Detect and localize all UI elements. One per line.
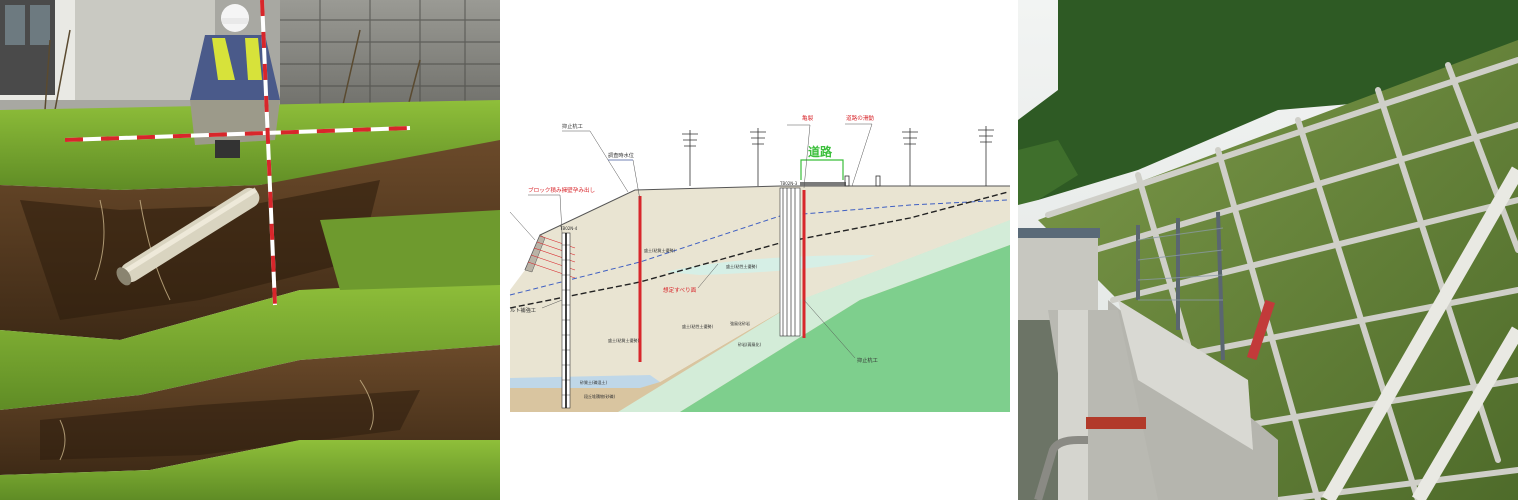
slope-reinforcement-photo — [1018, 0, 1518, 500]
label-pile-top: 抑止杭工 — [562, 122, 583, 130]
label-block-wall-bulge: ブロック積み擁壁孕み出し — [528, 186, 596, 194]
label-soil-gravel: 砂質土(礫混土) — [580, 379, 608, 385]
label-pile-bottom: 抑止杭工 — [857, 356, 878, 364]
label-assumed-slip-surface: 想定すべり面 — [663, 286, 697, 294]
label-bolt-reinforcement: ルト補強工 — [510, 306, 536, 314]
label-road: 道路 — [808, 144, 833, 159]
label-soil-fill-3: 盛土(粘質土優勢) — [608, 337, 640, 343]
label-soil-base: 段丘堆積物(砂礫) — [584, 393, 616, 399]
label-survey-water-level: 調査時水位 — [608, 151, 634, 159]
ground-crack-photo — [0, 0, 500, 500]
label-soil-sandstone: 砂岩(弱風化) — [738, 341, 762, 347]
label-borehole-2: TB02N-3 — [779, 181, 798, 186]
label-soil-fill-2: 盛土(粘性土優勢) — [726, 263, 758, 269]
label-road-displacement: 道路の滑動 — [846, 114, 874, 122]
label-soil-weathered: 強風化砂岩 — [730, 320, 750, 326]
label-borehole-1: TB02N-4 — [559, 226, 578, 231]
label-soil-fill-1: 盛土(粘質土優勢) — [644, 247, 676, 253]
label-crack: 亀裂 — [802, 114, 814, 122]
landslide-cross-section-diagram: 抑止杭工 調査時水位 ブロック積み擁壁孕み出し ルト補強工 亀裂 道路の滑動 道… — [500, 0, 1018, 500]
label-soil-fill-4: 盛土(粘性土優勢) — [682, 323, 714, 329]
